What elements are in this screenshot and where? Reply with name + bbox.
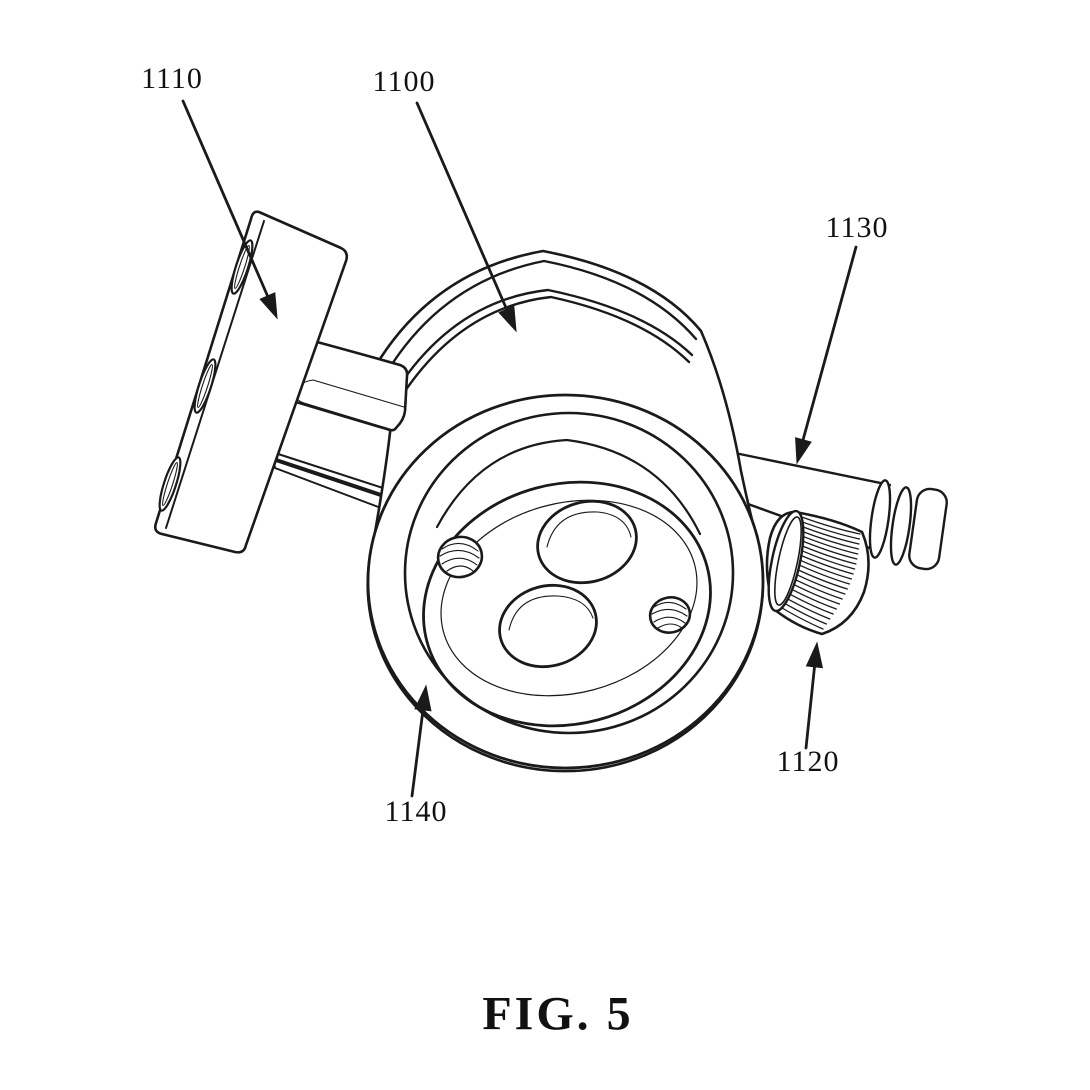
ref-label-1100: 1100	[372, 65, 436, 98]
threaded-hole	[436, 535, 484, 579]
mounting-arm	[294, 340, 409, 432]
arm-outline	[294, 340, 409, 432]
callout-arrow-1130	[795, 245, 858, 465]
rod-top-edge	[728, 450, 892, 487]
threaded-hole	[648, 596, 692, 634]
rear-rim-arc	[385, 259, 698, 374]
figure-caption: FIG. 5	[482, 987, 634, 1041]
rod-ring-groove	[868, 479, 892, 559]
rim-step-arc	[435, 438, 702, 536]
arm-slot-floor-line	[312, 379, 405, 408]
ref-label-1130: 1130	[825, 211, 889, 244]
plate-slot	[230, 239, 254, 295]
lower-bar-edge-highlight	[271, 457, 386, 498]
plate-outline	[153, 210, 349, 554]
rod-end-cap	[908, 487, 948, 571]
ref-label-1140: 1140	[384, 795, 448, 828]
callout-arrow-1110	[181, 99, 278, 320]
mounting-plate	[153, 210, 349, 554]
lens-hole	[536, 499, 638, 585]
lens-hole	[498, 583, 598, 669]
lower-arm-bar	[271, 451, 387, 509]
callout-arrow-1100	[415, 101, 517, 333]
knob-collar-outer	[767, 509, 805, 613]
plate-slot	[193, 358, 217, 414]
rod-ring-groove	[889, 486, 913, 566]
face-recess-line	[440, 499, 698, 697]
ref-label-1110: 1110	[141, 62, 203, 95]
plate-slot	[158, 456, 182, 512]
callout-arrow-1140	[410, 684, 432, 798]
rear-rim-groove-arc	[395, 288, 694, 391]
thumb-knob	[765, 509, 870, 636]
callout-arrows	[181, 99, 858, 798]
callout-arrow-1120	[804, 641, 824, 750]
knob-collar-inner	[774, 516, 802, 606]
rear-rim-groove-arc	[399, 295, 691, 399]
rim-inner-ring	[403, 411, 735, 735]
face-edge-ring	[422, 480, 712, 728]
ref-label-1120: 1120	[776, 745, 840, 778]
face-holes	[436, 499, 692, 669]
